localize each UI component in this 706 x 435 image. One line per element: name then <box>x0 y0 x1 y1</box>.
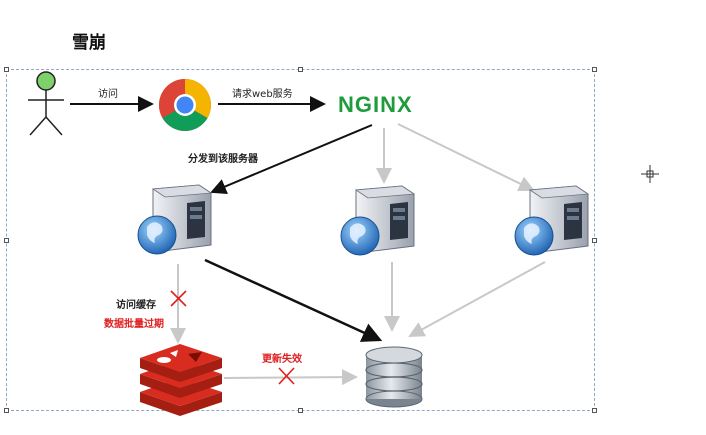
fail-x-icon <box>170 290 187 307</box>
server-icon <box>340 185 416 256</box>
resize-handle-bottom-left[interactable] <box>4 408 9 413</box>
resize-handle-top[interactable] <box>298 67 303 72</box>
diagram-title: 雪崩 <box>72 33 106 53</box>
edge-server3-db <box>408 261 546 337</box>
label-dispatch: 分发到该服务器 <box>188 154 258 165</box>
label-request-web: 请求web服务 <box>232 89 293 100</box>
crosshair-cursor-icon <box>641 165 659 183</box>
label-update-failed: 更新失效 <box>262 354 302 365</box>
server-icon <box>137 184 213 255</box>
resize-handle-bottom[interactable] <box>298 408 303 413</box>
resize-handle-bottom-right[interactable] <box>592 408 597 413</box>
chrome-icon <box>159 79 211 131</box>
label-batch-expired: 数据批量过期 <box>104 319 164 330</box>
server-icon <box>514 185 590 256</box>
resize-handle-top-right[interactable] <box>592 67 597 72</box>
edge-nginx-server1 <box>210 124 373 194</box>
fail-x-icon <box>278 367 295 385</box>
user-icon <box>28 71 64 136</box>
database-icon <box>365 346 423 408</box>
edge-cache-db <box>223 369 358 386</box>
resize-handle-left[interactable] <box>4 238 9 243</box>
resize-handle-top-left[interactable] <box>4 67 9 72</box>
edge-server1-db <box>204 258 383 342</box>
redis-icon <box>140 344 222 416</box>
edge-nginx-server3 <box>397 123 535 192</box>
nginx-logo: NGINX <box>338 92 413 117</box>
resize-handle-right[interactable] <box>592 238 597 243</box>
label-visit: 访问 <box>98 89 118 100</box>
label-access-cache: 访问缓存 <box>116 300 156 311</box>
